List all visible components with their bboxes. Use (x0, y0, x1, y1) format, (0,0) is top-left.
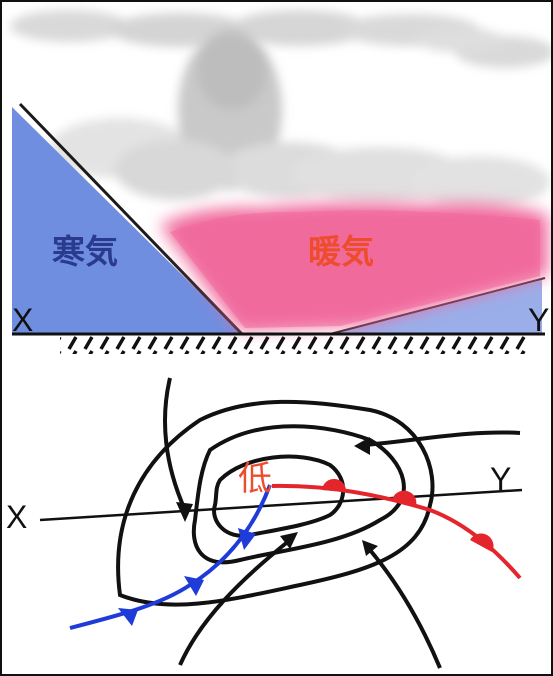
wind-arrow-3 (178, 538, 292, 666)
x-label-top: X (12, 302, 33, 338)
y-label-top: Y (528, 302, 549, 338)
wind-arrow-1 (163, 377, 187, 511)
warm-air-label: 暖気 (308, 232, 374, 271)
warm-air-core (170, 210, 540, 328)
warm-front-semicircles (322, 478, 494, 552)
warm-front (271, 483, 522, 580)
isobar-middle (191, 424, 406, 565)
high-cloud-layer (10, 10, 553, 68)
y-label-bottom: Y (490, 461, 511, 497)
cross-section: 寒気 暖気 X Y (10, 10, 553, 354)
tall-cloud (50, 30, 550, 208)
cold-air-mass (12, 107, 242, 334)
wind-arrow-2 (364, 430, 521, 447)
cold-front-triangles (118, 528, 256, 626)
wind-arrows (163, 377, 521, 669)
isobar-inner (212, 454, 346, 538)
cold-air-label: 寒気 (52, 232, 118, 271)
wind-arrowheads (176, 437, 378, 556)
warm-front-boundary (329, 277, 546, 335)
weather-map: 低 X Y (6, 377, 523, 669)
x-label-bottom: X (6, 499, 27, 535)
isobar-outer (116, 399, 435, 607)
section-line (39, 488, 523, 522)
cold-front-boundary (18, 102, 244, 336)
low-label: 低 (238, 459, 272, 499)
wind-arrow-4 (368, 548, 442, 669)
ground-hatch (60, 336, 530, 354)
